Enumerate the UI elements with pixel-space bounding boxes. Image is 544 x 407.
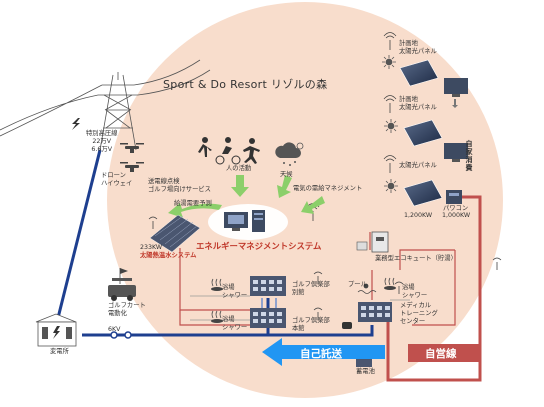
shower-label-1: 浴場シャワー xyxy=(222,284,248,299)
antenna-icon xyxy=(383,155,397,173)
page-title: Sport & Do Resort リゾルの森 xyxy=(163,78,328,91)
weather-label: 天候 xyxy=(280,171,293,178)
shower-icon-group xyxy=(211,277,396,323)
solar-thermal-label: 太陽熱温水システム xyxy=(140,252,197,259)
antenna-icon xyxy=(492,257,502,270)
medical-label: メディカルトレーニングセンター xyxy=(400,302,438,325)
solar-panel-icon xyxy=(403,119,443,147)
antenna-icon xyxy=(383,95,397,113)
private-line-box xyxy=(408,344,480,362)
ecocute-tank-icon xyxy=(356,231,389,253)
panel-label-1: 計画地太陽光パネル xyxy=(399,40,437,55)
antenna-icon xyxy=(394,281,404,294)
sun-icon xyxy=(382,55,396,69)
transmission-tower-icon xyxy=(0,59,211,151)
monitor-icon-group xyxy=(444,78,468,162)
golf-club-villa-icon xyxy=(250,276,286,296)
high-voltage-line xyxy=(56,149,102,319)
golf-cart-icon xyxy=(108,278,136,301)
cyclist-icon xyxy=(215,137,241,165)
human-activity-icons xyxy=(198,137,260,165)
solar-panel-icon xyxy=(403,179,443,207)
solar-thermal-panel-icon xyxy=(149,214,201,253)
monitor-icon xyxy=(444,143,468,162)
capacity-1200: 1,200KW xyxy=(404,212,433,219)
substation-icon xyxy=(35,313,77,347)
resort-area-circle xyxy=(107,2,503,398)
antenna-icon xyxy=(148,216,158,229)
wheeling-label: 自己託送 xyxy=(300,348,342,360)
shower-label-3: 浴場シャワー xyxy=(402,284,428,299)
drone-label: ドローンハイウェイ xyxy=(101,172,133,187)
antenna-icon xyxy=(313,307,323,320)
human-activity-label: 人の活動 xyxy=(226,165,252,172)
pool-label: プール xyxy=(348,281,367,288)
private-line-label: 自営線 xyxy=(425,348,457,360)
sun-icon-group xyxy=(382,55,398,193)
switch-icon xyxy=(110,331,132,339)
battery-label: 蓄電池 xyxy=(356,368,375,375)
voltage-label: 6KV xyxy=(108,326,121,333)
golf-club-main-icon xyxy=(250,308,286,328)
ems-label: エネルギーマネジメントシステム xyxy=(196,241,322,251)
6kv-line-2 xyxy=(268,325,374,337)
power-conditioner-label: パワコン xyxy=(443,205,469,212)
onsen-icon xyxy=(384,277,396,290)
power-mgmt-label: 電気の需給マネジメント xyxy=(293,185,363,192)
private-line xyxy=(386,195,482,382)
demand-forecast-label: 給湯需要予測 xyxy=(174,200,212,207)
solar-thermal-capacity: 233KW xyxy=(140,244,163,251)
red-feed-lines xyxy=(179,232,456,326)
panel-arrows xyxy=(452,99,458,108)
gym-icon xyxy=(342,322,352,329)
tower-lightning-icon xyxy=(72,118,80,130)
golf-cart-label: ゴルフカート電動化 xyxy=(108,302,146,317)
shower-label-2: 浴場シャワー xyxy=(222,316,248,331)
capacity-1000: 1,000KW xyxy=(442,212,471,219)
power-conditioner-icon xyxy=(446,190,462,204)
onsen-icon xyxy=(211,310,223,323)
monitor-icon xyxy=(444,78,468,97)
solar-panel-array xyxy=(399,59,443,207)
substation-label: 変電所 xyxy=(50,348,69,355)
delivery-label: 送電線点検ゴルフ場向けサービス xyxy=(148,178,211,193)
wheeling-arrow xyxy=(262,338,385,366)
antenna-icon-group xyxy=(148,32,502,320)
onsen-icon xyxy=(211,278,223,291)
golfer-icon xyxy=(198,137,212,157)
runner-icon xyxy=(243,138,260,164)
sun-icon xyxy=(384,179,398,193)
medical-center-icon xyxy=(358,302,392,322)
sun-icon xyxy=(384,119,398,133)
green-arrows xyxy=(168,175,325,218)
golf-main-label: ゴルフ倶楽部本館 xyxy=(292,317,330,332)
self-consumption-label: 自家消費 xyxy=(465,140,473,172)
pool-icon xyxy=(357,283,377,294)
antenna-icon xyxy=(313,271,323,284)
solar-panel-icon xyxy=(399,59,439,87)
golf-flag-icon xyxy=(119,268,128,284)
panel-label-3: 太陽光パネル xyxy=(399,162,437,169)
antenna-icon xyxy=(383,32,397,50)
weather-icon xyxy=(275,142,304,166)
golf-villa-label: ゴルフ倶楽部別館 xyxy=(292,281,330,296)
drone-icon xyxy=(120,143,144,172)
ecocute-label: 業務型エコキュート（貯湯） xyxy=(375,255,457,262)
ems-computer-icon xyxy=(208,204,288,240)
panel-label-2: 計画地太陽光パネル xyxy=(399,96,437,111)
